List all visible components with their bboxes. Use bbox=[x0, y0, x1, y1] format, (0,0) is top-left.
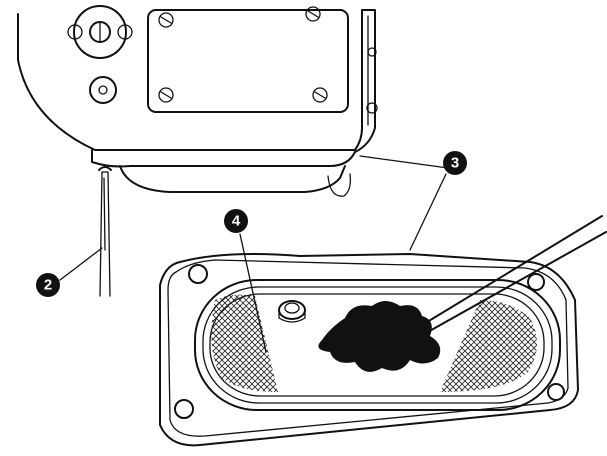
callout-3: 3 bbox=[443, 151, 467, 175]
svg-text:3: 3 bbox=[451, 155, 459, 172]
mount-hole bbox=[547, 383, 565, 401]
filter-mesh-right bbox=[440, 300, 538, 392]
cover-screw bbox=[158, 87, 174, 103]
callout-4: 4 bbox=[224, 209, 248, 233]
cover-screw bbox=[305, 6, 321, 22]
mount-hole bbox=[174, 399, 194, 419]
tweezers bbox=[402, 215, 607, 343]
machine-bed bbox=[17, 5, 378, 197]
mount-hole bbox=[188, 264, 208, 284]
svg-text:4: 4 bbox=[232, 213, 241, 230]
callout-2: 2 bbox=[36, 273, 60, 297]
screwdriver bbox=[98, 166, 112, 297]
side-screw bbox=[366, 102, 378, 114]
cover-screw bbox=[312, 87, 328, 103]
side-screw bbox=[367, 47, 377, 57]
drain-boss bbox=[278, 300, 306, 323]
filter-mesh-left bbox=[211, 294, 278, 392]
leader-lines bbox=[59, 155, 449, 353]
svg-text:2: 2 bbox=[44, 277, 52, 294]
oil-sludge bbox=[318, 301, 441, 372]
mount-hole bbox=[527, 273, 545, 291]
cover-screw bbox=[158, 12, 174, 28]
